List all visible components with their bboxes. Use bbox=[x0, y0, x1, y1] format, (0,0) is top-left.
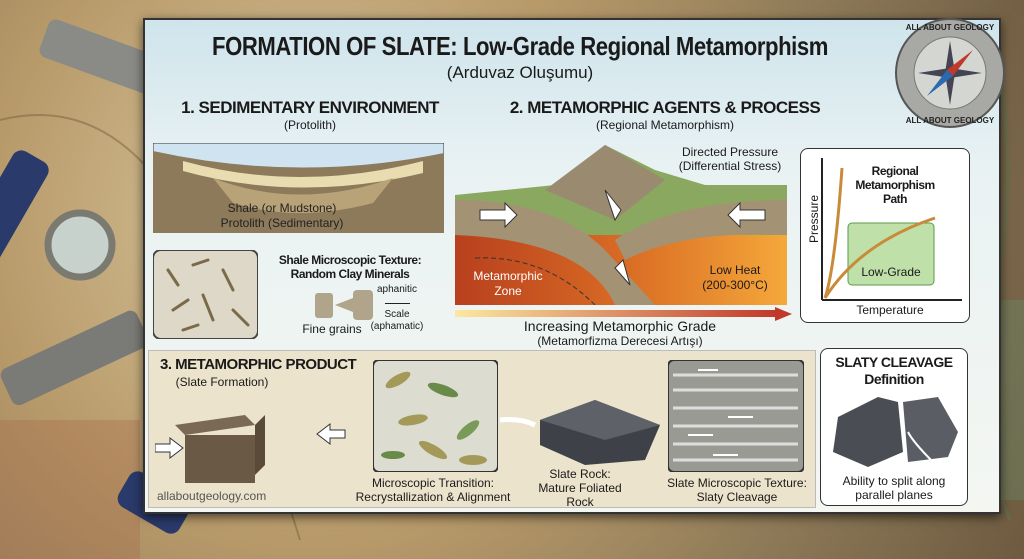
protolith-label: Protolith (Sedimentary) bbox=[220, 216, 344, 230]
shale-texture-subtitle: Random Clay Minerals bbox=[290, 267, 410, 281]
page-subtitle: (Arduvaz Oluşumu) bbox=[446, 63, 594, 82]
micro-transition-desc: Recrystallization & Alignment bbox=[355, 490, 511, 504]
micro-transition-label: Microscopic Transition: bbox=[371, 476, 495, 490]
split-slate-rock bbox=[833, 397, 958, 467]
section2-heading: 2. METAMORPHIC AGENTS & PROCESS bbox=[509, 98, 821, 117]
differential-stress-label: (Differential Stress) bbox=[678, 159, 782, 173]
slate-texture-label: Slate Microscopic Texture: bbox=[667, 476, 807, 490]
low-heat-label: Low Heat bbox=[709, 263, 761, 277]
grade-label-translation: (Metamorfizma Derecesi Artışı) bbox=[537, 334, 703, 348]
low-grade-label: Low-Grade bbox=[861, 265, 921, 279]
sedimentary-basin-illustration bbox=[153, 143, 444, 233]
aphanitic-label: aphanitic bbox=[376, 284, 418, 295]
low-grade-region bbox=[847, 222, 935, 286]
section2-subheading: (Regional Metamorphism) bbox=[595, 118, 735, 132]
metamorphic-grade-arrow bbox=[455, 307, 792, 321]
logo-text-top: ALL ABOUT GEOLOGY bbox=[906, 23, 995, 32]
slate-rock-label: Slate Rock: bbox=[549, 467, 611, 481]
section3-heading: 3. METAMORPHIC PRODUCT bbox=[160, 356, 357, 373]
compass-icon bbox=[918, 41, 982, 105]
recrystallization-texture bbox=[373, 360, 498, 472]
directed-pressure-label: Directed Pressure bbox=[681, 145, 779, 159]
metamorphic-zone-label: Metamorphic bbox=[473, 269, 543, 283]
subduction-diagram bbox=[455, 145, 787, 305]
website-label: allaboutgeology.com bbox=[157, 489, 267, 503]
scale-bar bbox=[385, 303, 410, 304]
graph-title-1: Regional bbox=[871, 164, 919, 178]
scale-note: (aphamatic) bbox=[370, 321, 424, 332]
metamorphic-zone-label-2: Zone bbox=[494, 284, 522, 298]
graph-title-3: Path bbox=[882, 192, 908, 206]
page-title: FORMATION OF SLATE: Low-Grade Regional M… bbox=[212, 31, 828, 61]
slate-texture-desc: Slaty Cleavage bbox=[696, 490, 778, 504]
logo-text-bottom: ALL ABOUT GEOLOGY bbox=[906, 116, 995, 125]
shale-texture-title: Shale Microscopic Texture: bbox=[278, 253, 422, 267]
scale-label: Scale bbox=[384, 309, 410, 320]
shale-label: Shale (or Mudstone) bbox=[227, 201, 337, 215]
slate-rock-desc: Mature Foliated bbox=[538, 481, 622, 495]
pressure-arrow-icons bbox=[479, 189, 766, 286]
fine-grains-icon bbox=[315, 290, 373, 320]
graph-y-label: Pressure bbox=[807, 194, 822, 244]
arrow-left-icon bbox=[316, 422, 346, 446]
graph-title-2: Metamorphism bbox=[855, 178, 935, 192]
slate-rock-desc-2: Rock bbox=[566, 495, 594, 509]
magnifier-icon bbox=[44, 209, 116, 281]
cleavage-subheading: Definition bbox=[864, 371, 924, 387]
section1-heading: 1. SEDIMENTARY ENVIRONMENT bbox=[181, 98, 439, 117]
arrow-curved-icon bbox=[499, 417, 537, 428]
graph-x-label: Temperature bbox=[856, 303, 924, 317]
cleavage-desc: Ability to split along bbox=[842, 474, 946, 488]
grade-label: Increasing Metamorphic Grade bbox=[523, 318, 717, 334]
cleavage-heading: SLATY CLEAVAGE bbox=[835, 354, 953, 370]
slaty-cleavage-texture bbox=[668, 360, 804, 472]
temperature-range-label: (200-300°C) bbox=[702, 278, 768, 292]
section3-subheading: (Slate Formation) bbox=[175, 375, 269, 389]
shale-block bbox=[175, 415, 265, 483]
arrow-right-icon bbox=[155, 436, 184, 460]
section1-subheading: (Protolith) bbox=[283, 118, 337, 132]
fine-grains-label: Fine grains bbox=[302, 322, 362, 336]
slate-rock bbox=[540, 400, 660, 465]
metamorphism-path bbox=[823, 167, 936, 299]
cleavage-desc-2: parallel planes bbox=[855, 488, 933, 502]
shale-texture-sample bbox=[153, 250, 258, 339]
logo-badge: ALL ABOUT GEOLOGY ALL ABOUT GEOLOGY bbox=[895, 18, 1005, 128]
